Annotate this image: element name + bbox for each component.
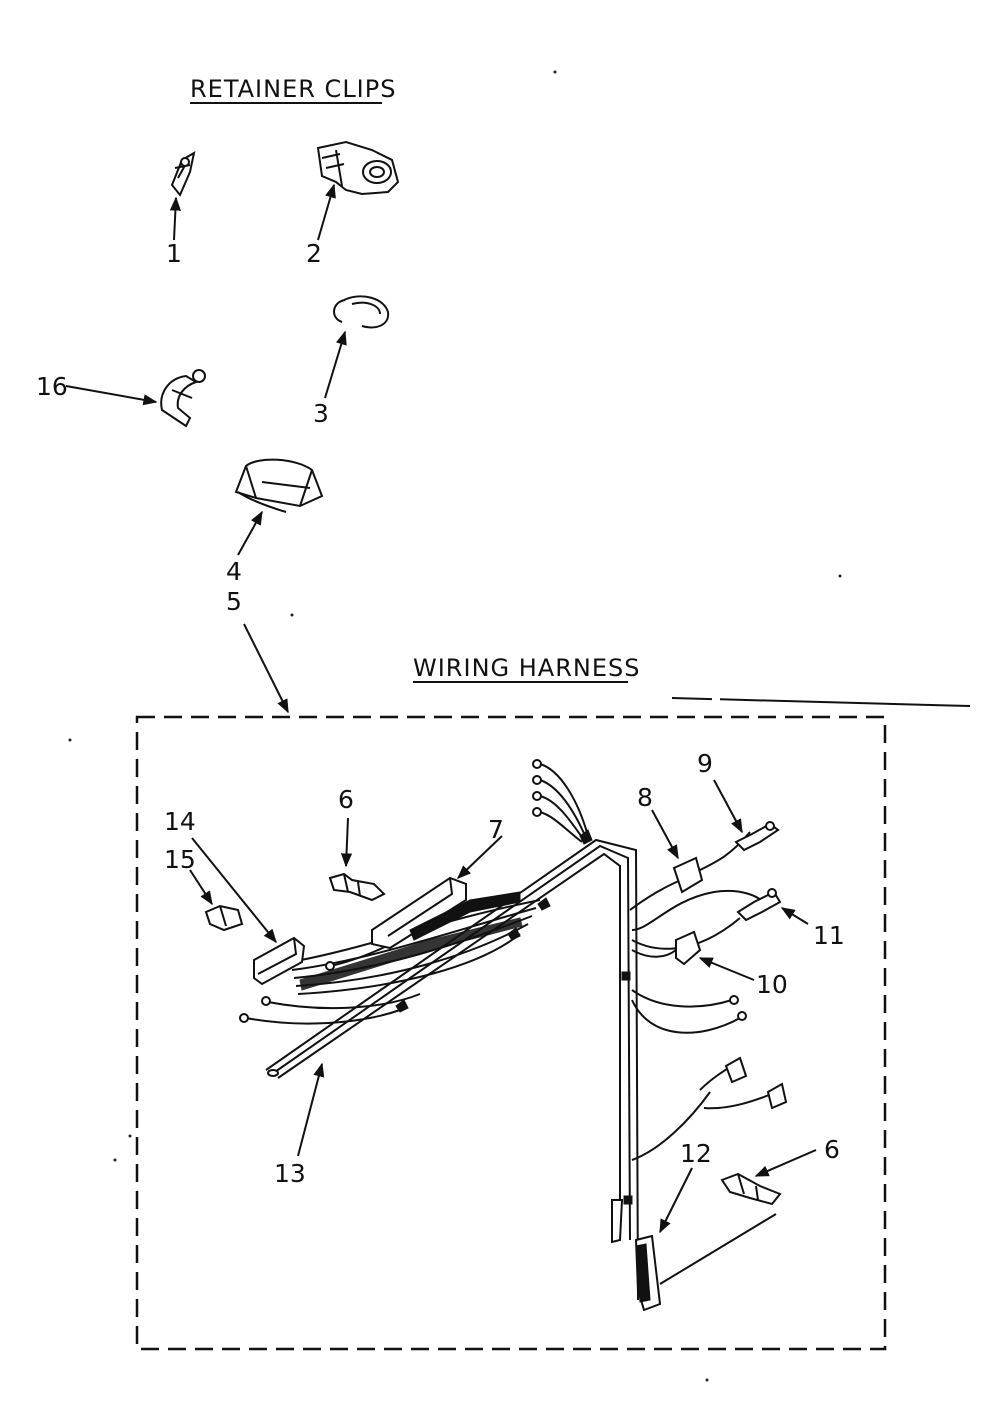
part-12-connector xyxy=(634,1213,777,1312)
leader-8 xyxy=(651,809,679,860)
part-11-terminal xyxy=(736,888,782,922)
callout-6-top: 6 xyxy=(338,785,354,814)
part-6-terminal-bottom xyxy=(720,1172,782,1206)
callout-11: 11 xyxy=(813,921,845,950)
part-6-terminal-top xyxy=(328,872,386,902)
part-7-connector xyxy=(371,876,521,950)
callout-12: 12 xyxy=(680,1139,712,1168)
svg-text:WIRING HARNESS: WIRING HARNESS xyxy=(413,654,640,682)
part-14-connector xyxy=(253,936,306,986)
part-9-terminal xyxy=(734,821,780,852)
callout-16: 16 xyxy=(36,372,68,401)
stray-line xyxy=(671,697,971,707)
part-4-sleeve xyxy=(234,458,324,513)
leader-16 xyxy=(65,385,158,406)
leader-6-top xyxy=(340,817,353,868)
part-15-terminal xyxy=(204,904,244,932)
leader-4 xyxy=(237,510,263,556)
harness-main-trunk xyxy=(265,829,639,1301)
leader-14 xyxy=(191,837,277,944)
callout-5: 5 xyxy=(226,587,242,616)
callout-10: 10 xyxy=(756,970,788,999)
leader-3 xyxy=(324,330,347,399)
leader-15 xyxy=(189,869,213,906)
part-16-clip xyxy=(160,369,206,428)
leader-13 xyxy=(297,1062,325,1157)
harness-top-ring-wires xyxy=(532,759,589,843)
wiring-harness-boundary xyxy=(135,715,887,1351)
harness-right-wires xyxy=(629,831,773,1161)
callout-6-bottom: 6 xyxy=(824,1135,840,1164)
callout-1: 1 xyxy=(166,239,182,268)
part-1-clip xyxy=(170,151,196,197)
wiring-harness-heading: WIRING HARNESS xyxy=(413,654,640,683)
callout-9: 9 xyxy=(697,749,713,778)
callout-13: 13 xyxy=(274,1159,306,1188)
callout-7: 7 xyxy=(488,815,504,844)
part-10-connector xyxy=(675,930,702,966)
retainer-clips-heading: RETAINER CLIPS xyxy=(190,75,396,104)
part-8-connector xyxy=(672,856,704,894)
part-2-clip xyxy=(316,140,400,196)
leader-2 xyxy=(317,183,336,241)
leader-11 xyxy=(780,907,809,925)
leader-10 xyxy=(698,957,755,981)
scan-specks xyxy=(68,70,842,1382)
leader-9 xyxy=(713,779,743,834)
callout-4: 4 xyxy=(226,557,242,586)
leader-12 xyxy=(659,1167,693,1234)
leader-6-bottom xyxy=(754,1149,817,1177)
svg-text:RETAINER CLIPS: RETAINER CLIPS xyxy=(190,75,396,103)
callout-2: 2 xyxy=(306,239,322,268)
leader-1 xyxy=(169,196,181,241)
callout-8: 8 xyxy=(637,783,653,812)
plug-connectors xyxy=(724,1056,788,1110)
callout-15: 15 xyxy=(164,845,196,874)
leader-5 xyxy=(243,623,289,714)
leader-7 xyxy=(456,835,503,879)
callout-3: 3 xyxy=(313,399,329,428)
callout-14: 14 xyxy=(164,807,196,836)
part-3-clip xyxy=(333,295,390,329)
